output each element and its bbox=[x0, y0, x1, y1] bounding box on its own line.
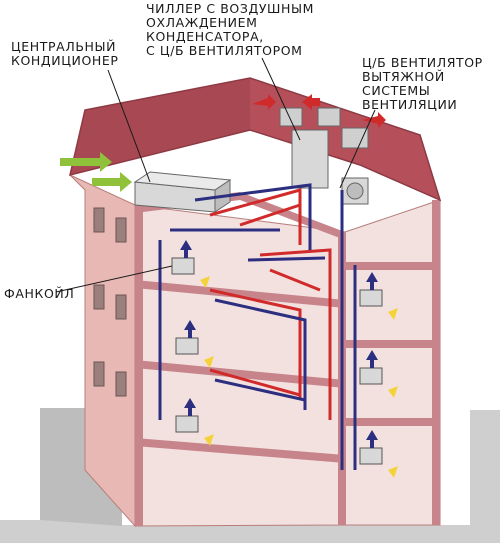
left-facade bbox=[69, 174, 136, 528]
hot-pipes bbox=[209, 188, 332, 420]
right-wing bbox=[344, 199, 441, 526]
supply-air-arrows bbox=[60, 152, 132, 192]
chiller-label: ЧИЛЛЕР С ВОЗДУШНЫМ ОХЛАЖДЕНИЕМ КОНДЕНСАТ… bbox=[146, 1, 315, 58]
air-up-arrows bbox=[180, 240, 378, 448]
roof bbox=[68, 77, 442, 202]
floor-slabs bbox=[135, 262, 440, 463]
exhaust-arrows bbox=[252, 94, 386, 128]
leader-lines bbox=[55, 57, 376, 293]
exhaust-fan-unit bbox=[341, 127, 369, 205]
cold-pipes bbox=[158, 183, 357, 470]
fancoil-units bbox=[171, 257, 383, 465]
roof-ridge bbox=[70, 78, 250, 175]
central-ac-unit bbox=[133, 171, 232, 213]
facade-windows bbox=[93, 207, 127, 397]
chiller-unit bbox=[279, 107, 341, 189]
warm-air-arrows bbox=[200, 276, 398, 478]
exhaust-fan-label: Ц/Б ВЕНТИЛЯТОР ВЫТЯЖНОЙ СИСТЕМЫ ВЕНТИЛЯЦ… bbox=[362, 55, 483, 112]
central-ac-label: ЦЕНТРАЛЬНЫЙ КОНДИЦИОНЕР bbox=[11, 39, 119, 68]
fancoil-label: ФАНКОЙЛ bbox=[4, 286, 75, 301]
